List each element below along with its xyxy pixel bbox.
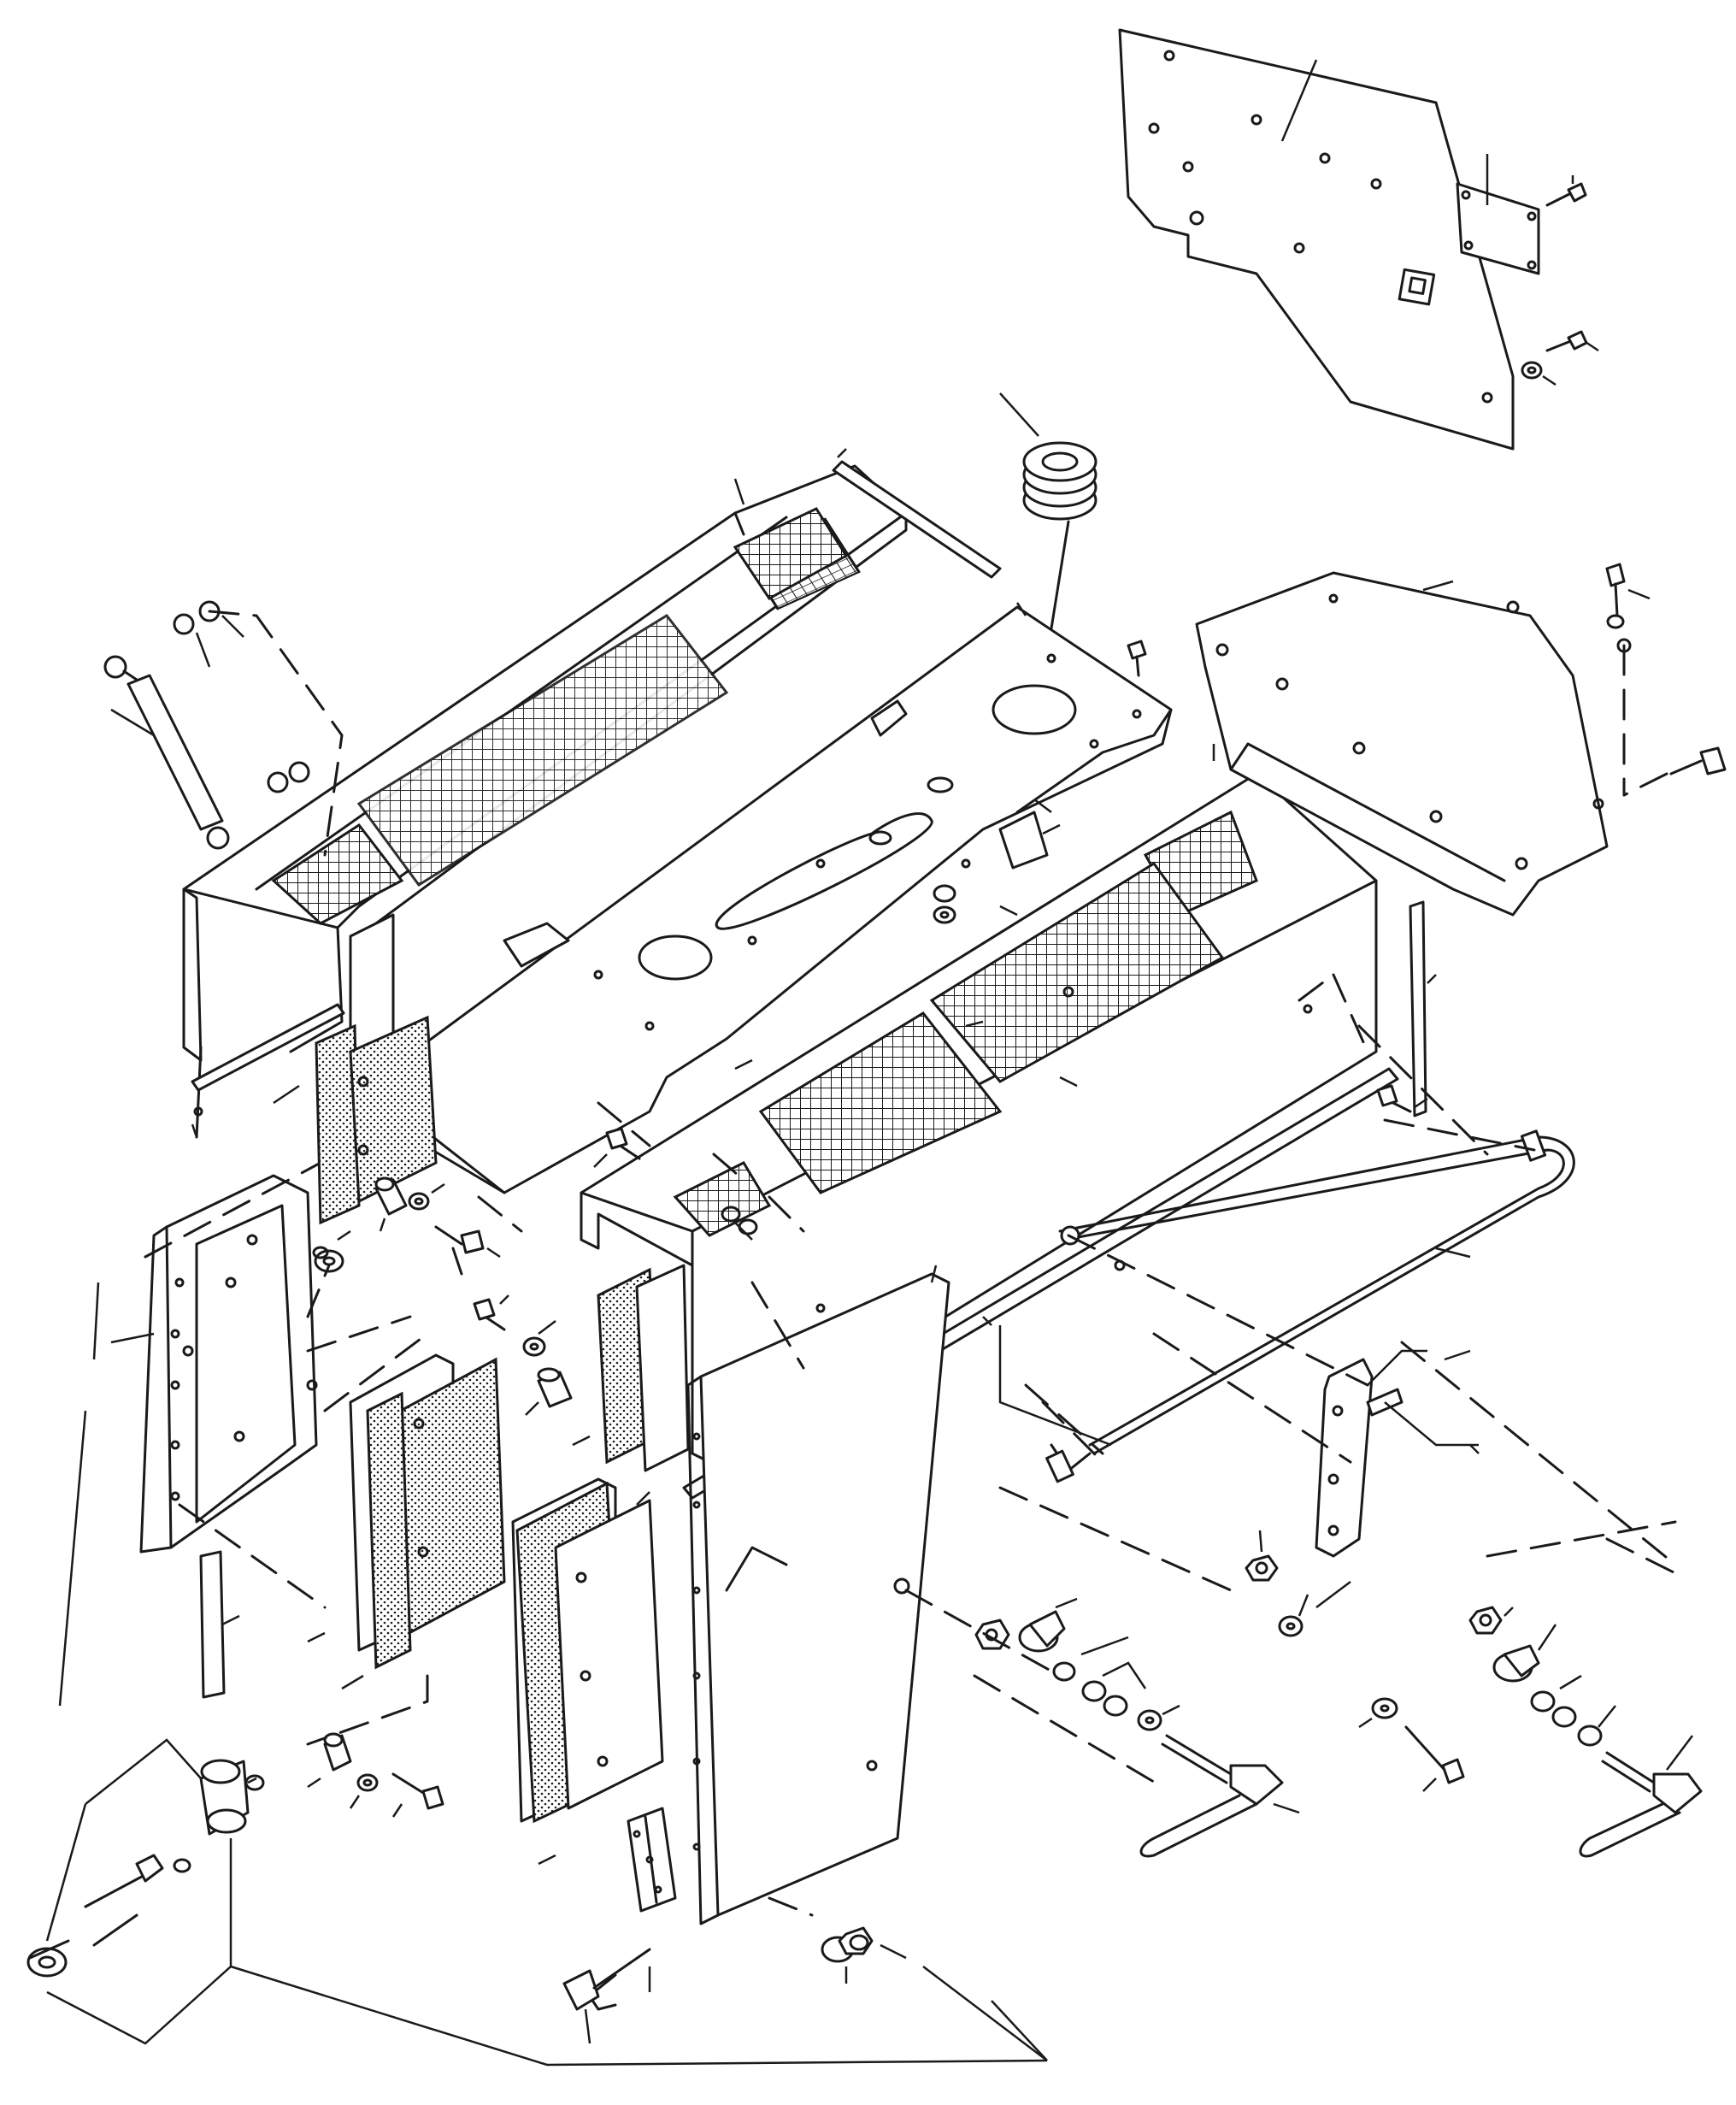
lock-parts-left xyxy=(974,1597,1180,1731)
hinge xyxy=(562,1807,677,2044)
center-frame-plate xyxy=(366,602,1173,1194)
bolt xyxy=(473,1294,509,1331)
hinge-plate xyxy=(1315,1349,1479,1558)
washer xyxy=(933,884,956,924)
nut xyxy=(1245,1530,1279,1582)
handle-rod xyxy=(1045,1129,1575,1483)
side-cover-plate xyxy=(1118,28,1515,451)
washer xyxy=(1278,1594,1309,1637)
rubber-grommet xyxy=(999,392,1098,737)
lock-parts-right xyxy=(1468,1606,1616,1747)
bolt xyxy=(1622,746,1727,797)
washer xyxy=(1358,1697,1398,1729)
spacer xyxy=(525,1367,573,1416)
panel-gasket xyxy=(273,913,438,1225)
small-cover-plate xyxy=(1456,154,1540,275)
left-door-frame xyxy=(58,1161,327,1707)
bolt xyxy=(1404,1725,1465,1792)
spacer xyxy=(307,1732,352,1789)
panel-gasket xyxy=(572,1264,690,1506)
seal-strip xyxy=(191,1003,345,1117)
spacer xyxy=(374,1176,408,1232)
bolt xyxy=(434,1225,501,1259)
lock-handle-right xyxy=(1579,1735,1703,1858)
filter-panel xyxy=(307,1353,506,1690)
gas-spring xyxy=(103,600,344,857)
bolt xyxy=(1545,330,1599,352)
assembly-dashed-lines xyxy=(306,973,1677,1789)
nut xyxy=(312,1229,351,1273)
washer xyxy=(522,1320,556,1357)
top-cover-left xyxy=(182,464,908,1139)
bolt xyxy=(1376,1084,1428,1113)
washer xyxy=(1521,361,1557,386)
bolt xyxy=(1545,175,1587,207)
washer xyxy=(1606,614,1625,629)
bolt xyxy=(1127,640,1147,677)
callout-leaders xyxy=(191,799,1480,1992)
bolt xyxy=(593,1127,641,1168)
washer xyxy=(721,1206,758,1241)
seal-strip xyxy=(832,448,1002,579)
rubber-mount xyxy=(26,1759,265,1978)
filter-panel xyxy=(511,1477,664,1866)
washer xyxy=(349,1773,379,1809)
hinge-washer xyxy=(768,1896,907,1984)
bolt xyxy=(391,1772,444,1818)
side-bracket xyxy=(1195,571,1632,917)
seal-strip xyxy=(199,1550,240,1699)
mount-bracket-leaders xyxy=(45,1738,1048,2067)
center-door xyxy=(686,1265,950,1925)
bolt xyxy=(1605,563,1651,617)
washer xyxy=(408,1182,445,1211)
lock-handle-left xyxy=(1139,1734,1300,1858)
